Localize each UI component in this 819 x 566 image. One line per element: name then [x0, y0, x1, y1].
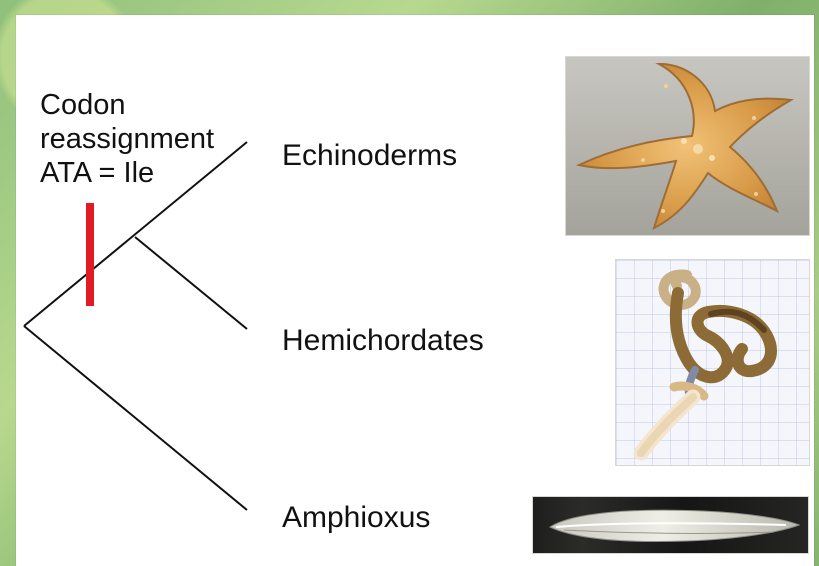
amphioxus-photo: [532, 496, 809, 554]
branch-to-amphioxus: [24, 326, 247, 510]
branch-to-hemichordates: [135, 237, 247, 329]
codon-reassignment-label: Codon reassignment ATA = Ile: [40, 88, 214, 191]
amphioxus-illustration: [533, 497, 808, 553]
taxon-label-amphioxus: Amphioxus: [282, 501, 430, 536]
starfish-photo: [565, 56, 810, 236]
taxon-label-hemichordates: Hemichordates: [282, 324, 484, 359]
starfish-illustration: [566, 57, 809, 235]
taxon-label-echinoderms: Echinoderms: [282, 139, 457, 174]
slide-panel: Codon reassignment ATA = Ile Echinoderms…: [16, 15, 814, 566]
codon-label-line-1: Codon: [40, 88, 214, 122]
codon-label-line-2: reassignment: [40, 122, 214, 156]
hemichordate-worm-illustration: [616, 260, 809, 465]
codon-label-line-3: ATA = Ile: [40, 156, 214, 190]
hemichordate-worm-photo: [615, 259, 810, 466]
